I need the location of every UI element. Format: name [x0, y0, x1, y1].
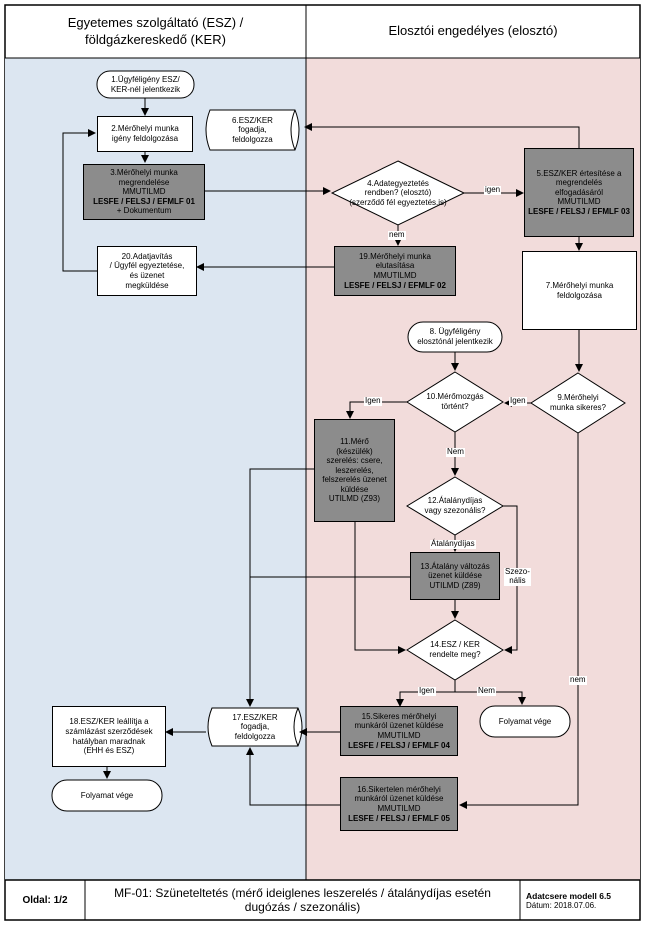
end-2-shape — [479, 705, 571, 738]
node-5: 5.ESZ/KER értesítése a megrendelés elfog… — [524, 148, 634, 237]
node-2: 2.Mérőhelyi munka igény feldolgozása — [97, 116, 193, 152]
edge-label-igen-9: Igen — [509, 396, 527, 406]
node-20: 20.Adatjavítás / Ügyfél egyeztetése, és … — [97, 246, 197, 296]
footer-date: Dátum: 2018.07.06. — [526, 900, 597, 910]
footer-title: MF-01: Szüneteltetés (mérő ideiglenes le… — [114, 885, 491, 914]
node-8-shape — [407, 321, 503, 353]
node-19-text: 19.Mérőhelyi munka elutasítása MMUTILMD — [358, 251, 432, 280]
node-3-text: 3.Mérőhelyi munka megrendelése MMUTILMD — [110, 168, 178, 197]
node-13: 13.Átalány változás üzenet küldése UTILM… — [410, 552, 500, 600]
node-15: 15.Sikeres mérőhelyi munkáról üzenet kül… — [340, 706, 458, 756]
edge-label-igen-10: Igen — [364, 396, 382, 406]
node-5-code: LESFE / FELSJ / EFMLF 03 — [528, 206, 630, 216]
node-7: 7.Mérőhelyi munka feldolgozása — [522, 251, 637, 330]
edge-label-nem-4: nem — [388, 230, 406, 240]
footer-meta: Adatcsere modell 6.5 Dátum: 2018.07.06. — [520, 880, 640, 920]
edge-label-nem-10: Nem — [446, 447, 465, 457]
edge-label-nem-14: Nem — [477, 686, 496, 696]
node-5-text: 5.ESZ/KER értesítése a megrendelés elfog… — [536, 168, 622, 207]
connectors — [62, 98, 583, 809]
node-3-code: LESFE / FELSJ / EFMLF 01 — [93, 196, 195, 206]
node-15-text: 15.Sikeres mérőhelyi munkáról üzenet kül… — [354, 711, 444, 740]
end-1-shape — [51, 779, 163, 812]
edge-label-szezonalis: Szezo- nális — [504, 567, 531, 586]
edge-label-atalany: Átalánydíjas — [430, 539, 476, 549]
node-17-shape — [207, 707, 303, 747]
node-19-code: LESFE / FELSJ / EFMLF 02 — [344, 280, 446, 290]
edge-label-igen-4: igen — [484, 185, 502, 195]
footer-model: Adatcsere modell 6.5 — [526, 890, 612, 901]
node-19: 19.Mérőhelyi munka elutasítása MMUTILMD … — [334, 246, 456, 296]
node-3-extra: + Dokumentum — [116, 206, 172, 216]
node-11: 11.Mérő (készülék) szerelés: csere, lesz… — [314, 419, 395, 522]
footer-page: Oldal: 1/2 — [22, 894, 68, 906]
node-15-code: LESFE / FELSJ / EFMLF 04 — [348, 740, 450, 750]
node-18: 18.ESZ/KER leállítja a számlázást szerző… — [52, 706, 166, 767]
node-16: 16.Sikertelen mérőhelyi munkáról üzenet … — [340, 777, 458, 831]
edge-label-nem-9: nem — [569, 675, 587, 685]
node-16-code: LESFE / FELSJ / EFMLF 05 — [348, 813, 450, 823]
node-3: 3.Mérőhelyi munka megrendelése MMUTILMD … — [83, 164, 205, 220]
edge-label-igen-14: Igen — [418, 686, 436, 696]
node-6-shape — [205, 109, 300, 151]
node-16-text: 16.Sikertelen mérőhelyi munkáról üzenet … — [354, 784, 444, 813]
node-1-shape — [96, 70, 195, 99]
